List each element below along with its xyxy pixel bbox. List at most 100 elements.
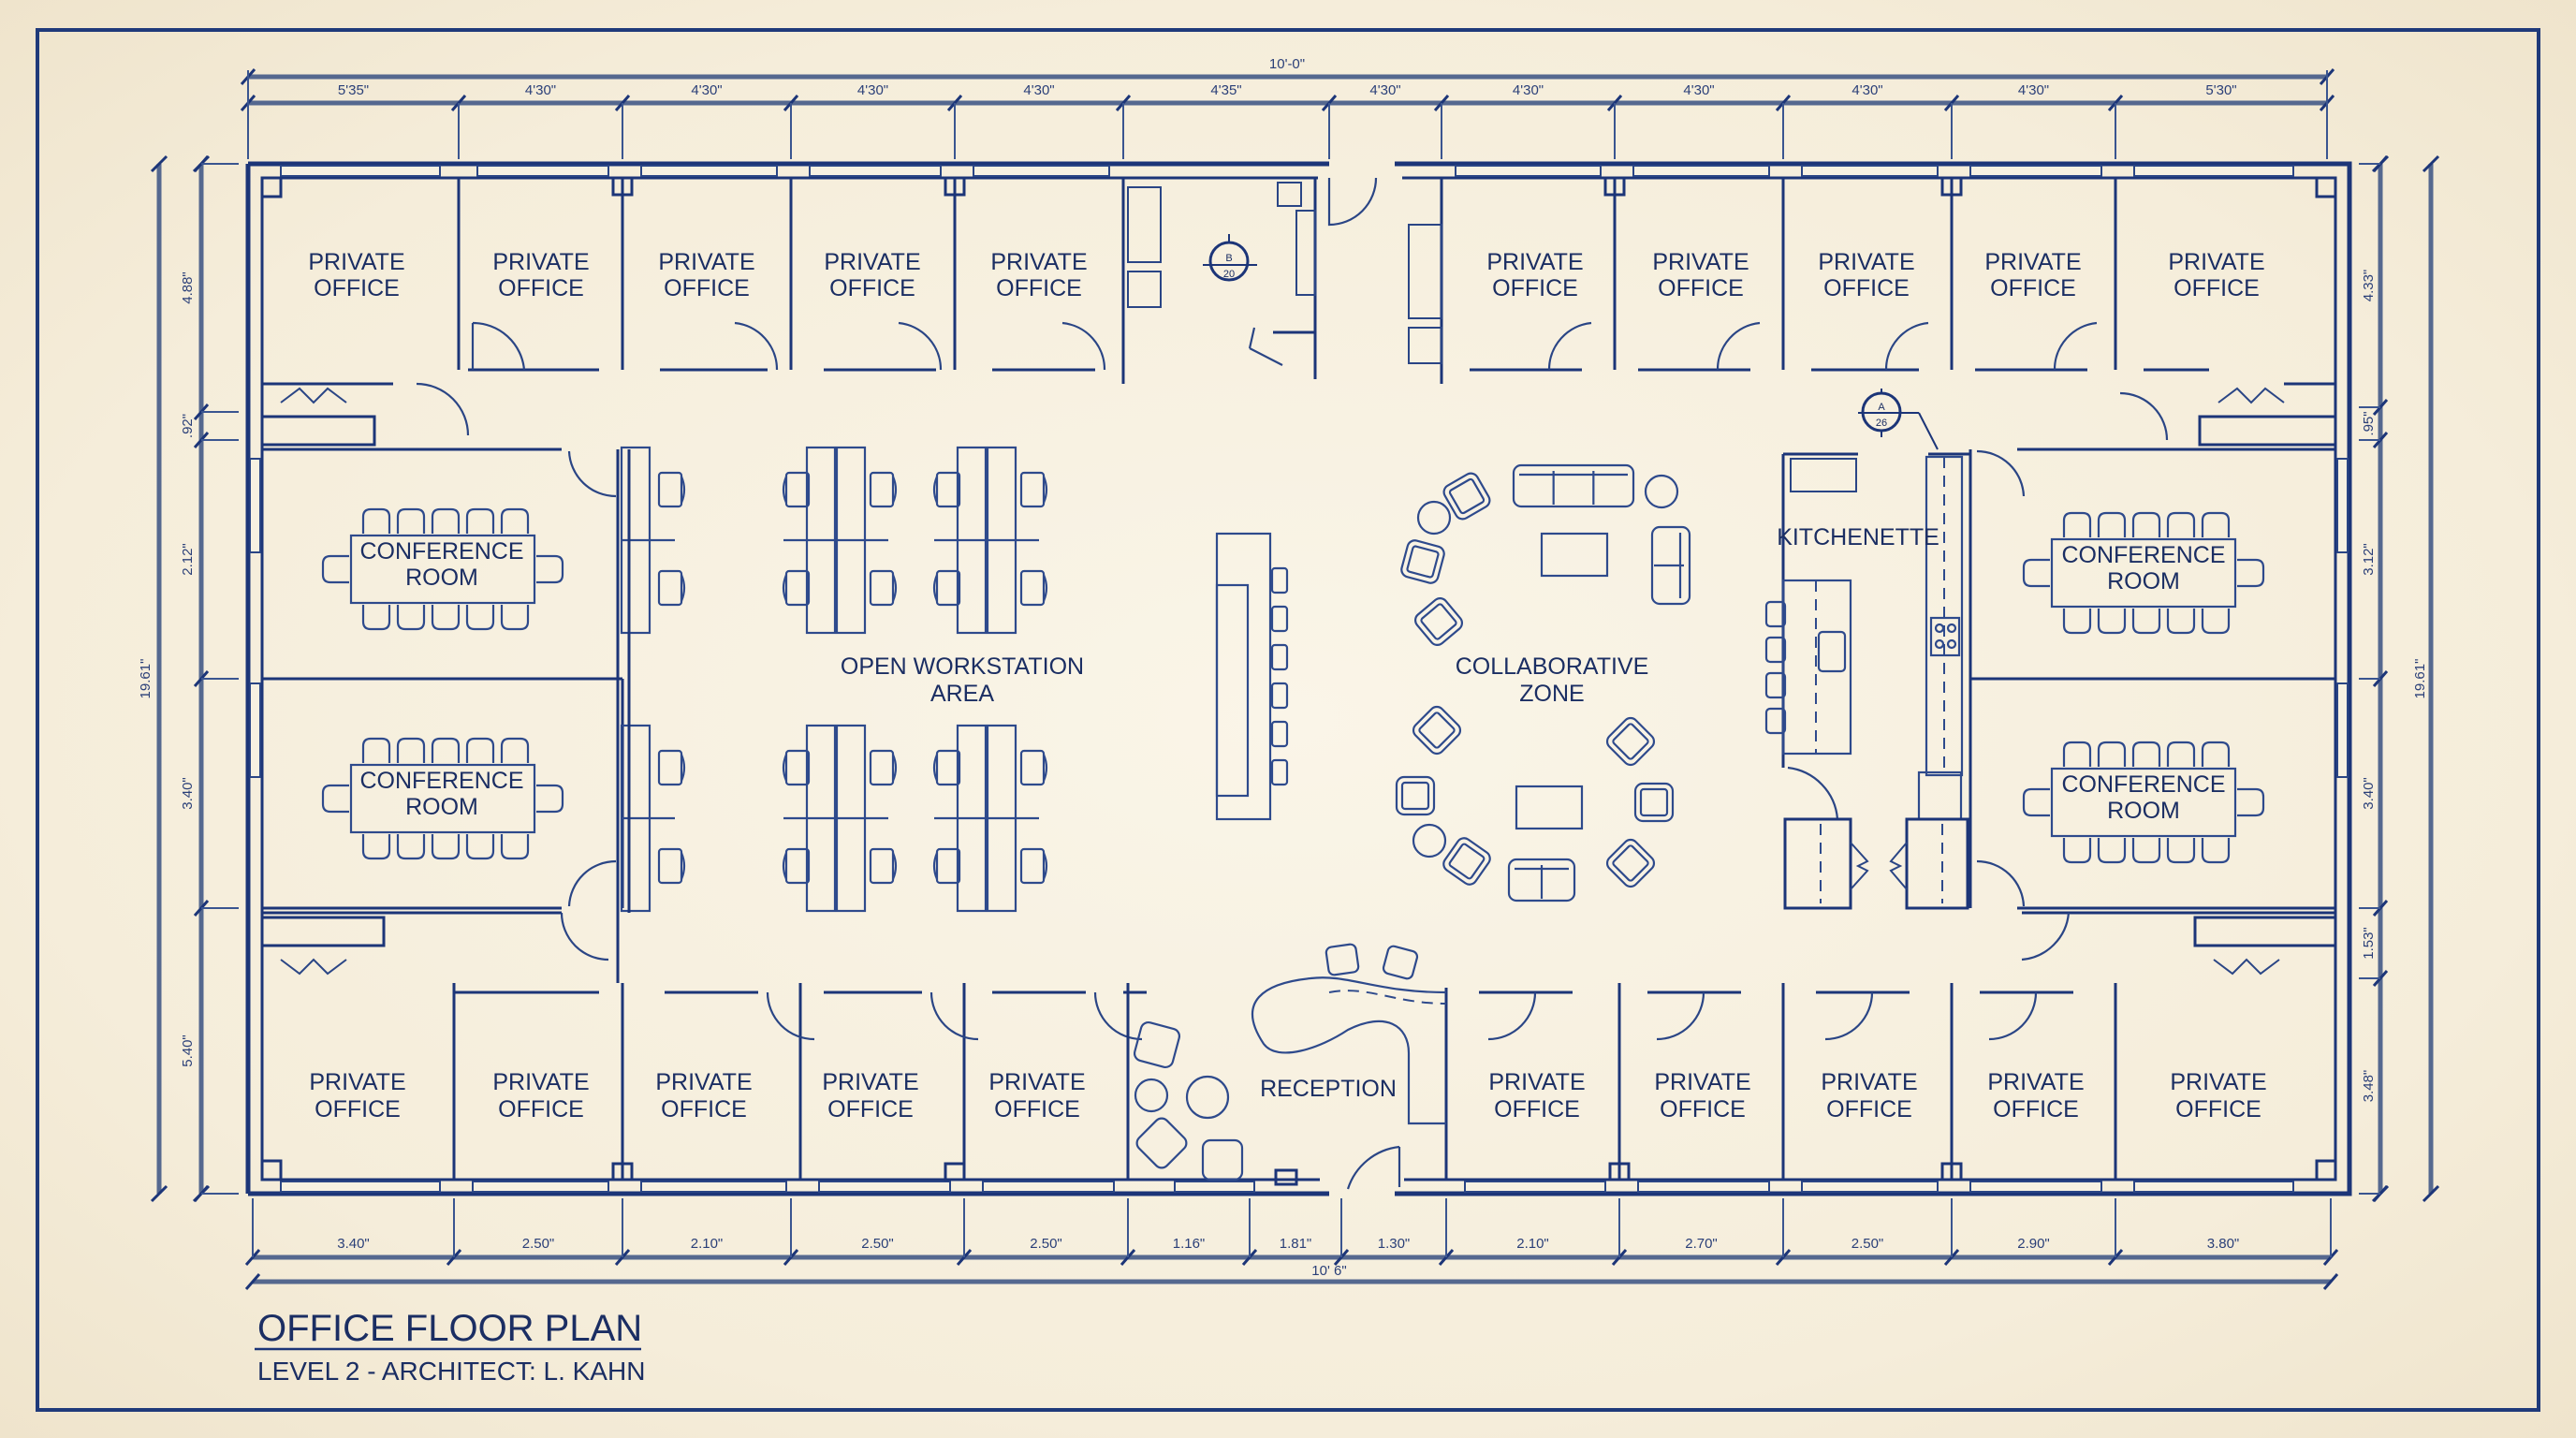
top-dimension: 4'30" [857,82,888,98]
right-overall-dim: 19.61" [2412,659,2428,699]
private-office-label: PRIVATE [2168,249,2264,275]
svg-text:OFFICE: OFFICE [498,1096,584,1123]
private-office-label: PRIVATE [824,249,920,275]
svg-text:26: 26 [1876,418,1887,429]
svg-text:OFFICE: OFFICE [1826,1096,1912,1123]
bottom-dimension: 1.81" [1280,1236,1312,1252]
svg-text:A: A [1878,402,1885,413]
top-dimension: 4'30" [1852,82,1882,98]
private-office-label: PRIVATE [1984,249,2081,275]
right-dimension: 1.53" [2361,927,2377,960]
drawing-title: OFFICE FLOOR PLAN [257,1308,642,1349]
private-office-label: PRIVATE [492,249,589,275]
svg-text:OFFICE: OFFICE [1658,275,1744,301]
right-dimension: .95" [2361,411,2377,435]
private-office-label: PRIVATE [1821,1069,1917,1095]
right-conference-rooms [1969,448,2335,910]
svg-text:OFFICE: OFFICE [664,275,750,301]
bottom-dimension: 2.90" [2017,1236,2050,1252]
private-office-label: PRIVATE [1486,249,1583,275]
top-dimension: 5'35" [338,82,369,98]
svg-text:OFFICE: OFFICE [1823,275,1910,301]
conference-room-label: CONFERENCE [2061,771,2225,798]
kitchenette-label: KITCHENETTE [1777,524,1939,550]
svg-text:ROOM: ROOM [405,794,478,820]
svg-text:OFFICE: OFFICE [1990,275,2076,301]
private-office-label: PRIVATE [990,249,1087,275]
bottom-office-labels: PRIVATEOFFICEPRIVATEOFFICEPRIVATEOFFICEP… [309,1069,2266,1123]
bottom-dimension: 2.10" [1516,1236,1549,1252]
private-office-label: PRIVATE [1654,1069,1750,1095]
collaborative-furniture [1395,463,1691,902]
private-office-label: PRIVATE [655,1069,752,1095]
private-office-label: PRIVATE [1987,1069,2084,1095]
section-marker-a-icon: A 26 [1858,389,1939,450]
right-dimension: 3.12" [2361,543,2377,576]
svg-text:OFFICE: OFFICE [996,275,1082,301]
conference-room-label: CONFERENCE [359,768,523,794]
svg-text:OFFICE: OFFICE [2175,1096,2261,1123]
left-dimension: 4.88" [180,271,196,304]
bottom-dimension: 1.30" [1378,1236,1411,1252]
top-overall-dim: 10'-0" [1269,56,1305,72]
svg-text:ROOM: ROOM [405,565,478,591]
svg-text:20: 20 [1223,269,1235,280]
right-dimension: 3.48" [2361,1070,2377,1103]
top-dimension: 4'30" [525,82,556,98]
svg-text:OFFICE: OFFICE [1494,1096,1580,1123]
svg-text:ZONE: ZONE [1519,681,1584,707]
svg-text:OFFICE: OFFICE [829,275,915,301]
left-dimension: 3.40" [180,777,196,810]
private-office-label: PRIVATE [822,1069,918,1095]
sheet-border [36,28,2540,1412]
top-dimension-strings: 10'-0" 5'35"4'30"4'30"4'30"4'30"4'35"4'3… [240,56,2335,159]
left-dimension: 5.40" [180,1034,196,1067]
private-office-label: PRIVATE [988,1069,1085,1095]
restroom-core [1121,177,1442,384]
kitchenette-area [1764,452,1972,910]
svg-text:ROOM: ROOM [2107,568,2180,594]
svg-text:OFFICE: OFFICE [2174,275,2260,301]
top-dimension: 4'30" [1513,82,1544,98]
conference-room-label: CONFERENCE [2061,542,2225,568]
left-dimension-strings: 19.61" 4.88".92"2.12"3.40"5.40" [138,154,239,1203]
conference-tables [321,507,2265,864]
bottom-dimension: 2.10" [691,1236,724,1252]
svg-text:OFFICE: OFFICE [314,275,400,301]
top-dimension: 4'30" [691,82,722,98]
private-office-label: PRIVATE [658,249,754,275]
left-conference-rooms [246,448,624,910]
bottom-dimension: 2.50" [1852,1236,1884,1252]
top-office-row [260,176,2337,447]
drawing-subtitle: LEVEL 2 - ARCHITECT: L. KAHN [257,1357,645,1386]
left-overall-dim: 19.61" [138,659,154,699]
top-dimension: 4'30" [1683,82,1714,98]
bar-counter [1215,532,1289,821]
section-marker-b-icon: B 20 [1203,234,1257,282]
open-area-label: OPEN WORKSTATION [841,653,1084,680]
conference-labels: CONFERENCE ROOM CONFERENCE ROOM CONFEREN… [359,538,2225,824]
right-dimension: 3.40" [2361,777,2377,810]
bottom-dimension: 1.16" [1173,1236,1206,1252]
private-office-label: PRIVATE [308,249,404,275]
svg-text:OFFICE: OFFICE [827,1096,914,1123]
svg-text:OFFICE: OFFICE [1660,1096,1746,1123]
windows [249,165,2349,1193]
right-dimension: 4.33" [2361,270,2377,302]
private-office-label: PRIVATE [1818,249,1914,275]
collab-zone-label: COLLABORATIVE [1456,653,1649,680]
reception-label: RECEPTION [1260,1076,1397,1102]
bottom-dimension: 2.50" [522,1236,555,1252]
private-office-label: PRIVATE [309,1069,405,1095]
top-dimension: 4'30" [2018,82,2049,98]
svg-text:OFFICE: OFFICE [1492,275,1578,301]
top-dimension: 5'30" [2205,82,2236,98]
workstation-clusters [620,446,1048,913]
svg-text:B: B [1225,253,1232,264]
private-office-label: PRIVATE [492,1069,589,1095]
reception-area [1126,943,1448,1190]
svg-text:OFFICE: OFFICE [994,1096,1080,1123]
bottom-dimension: 2.50" [861,1236,894,1252]
right-dimension-strings: 19.61" 4.33" .95" 3.12" 3.40" 1.53" 3.48" [2359,154,2440,1203]
